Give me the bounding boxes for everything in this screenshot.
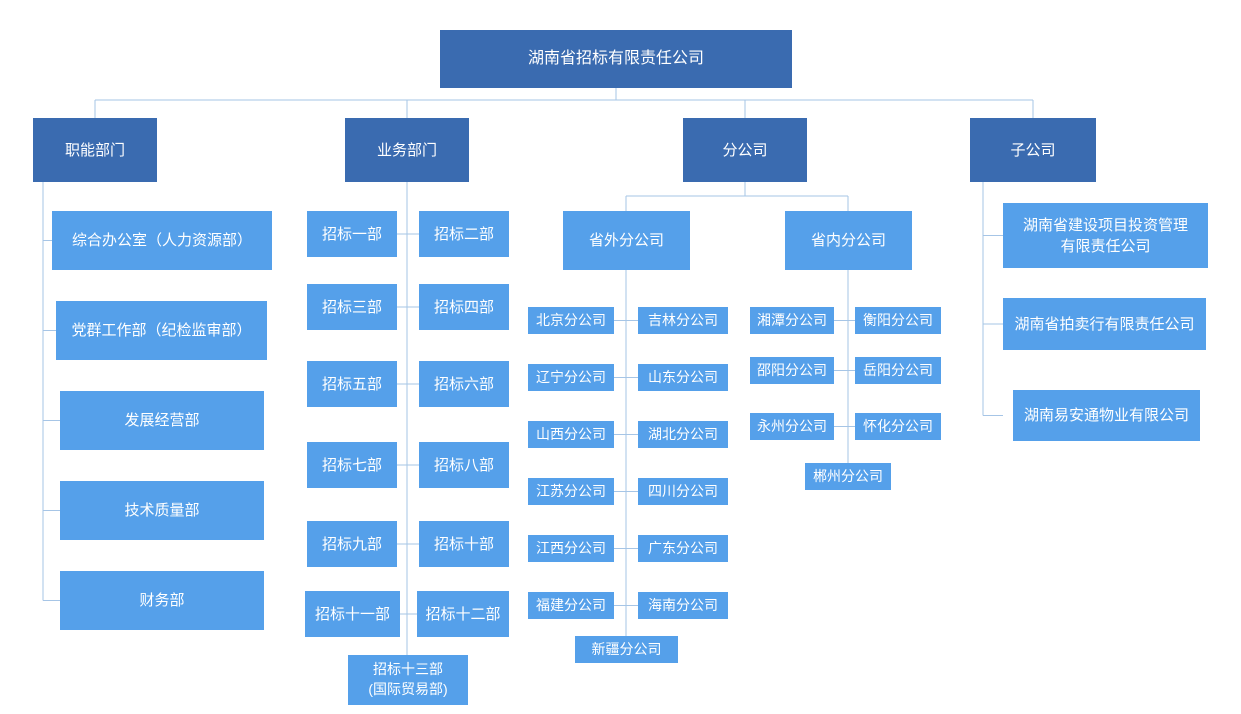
org-node-bidding-dept-7: 招标七部	[307, 442, 397, 488]
org-node-branch-chenzhou: 郴州分公司	[805, 463, 891, 490]
org-node-label: 山东分公司	[648, 368, 718, 385]
org-node-label: 怀化分公司	[863, 417, 933, 434]
org-node-branch-guangdong: 广东分公司	[638, 535, 728, 562]
org-node-label: 招标四部	[433, 298, 494, 316]
org-node-branch-huaihua: 怀化分公司	[855, 413, 941, 440]
org-node-label: 湖南省建设项目投资管理	[1022, 216, 1188, 234]
org-node-branch-xinjiang: 新疆分公司	[575, 636, 678, 663]
org-node-label: 业务部门	[376, 141, 437, 159]
org-node-label: 招标六部	[433, 375, 494, 393]
org-node-label: 有限责任公司	[1060, 237, 1151, 255]
org-node-functional-departments: 职能部门	[33, 118, 157, 182]
org-node-label: 四川分公司	[648, 482, 718, 499]
org-node-development-dept: 发展经营部	[60, 391, 264, 450]
org-node-bidding-dept-3: 招标三部	[307, 284, 397, 330]
org-node-branch-sichuan: 四川分公司	[638, 478, 728, 505]
org-node-bidding-dept-11: 招标十一部	[305, 591, 400, 637]
org-node-label: 技术质量部	[124, 502, 200, 519]
org-node-branch-fujian: 福建分公司	[528, 592, 614, 619]
org-node-branch-xiangtan: 湘潭分公司	[750, 307, 834, 334]
org-node-label: 招标一部	[321, 225, 382, 243]
org-node-bidding-dept-1: 招标一部	[307, 211, 397, 257]
org-node-general-office: 综合办公室（人力资源部）	[52, 211, 272, 270]
org-node-business-departments: 业务部门	[345, 118, 469, 182]
org-node-branch-jilin: 吉林分公司	[638, 307, 728, 334]
org-node-label: 福建分公司	[536, 596, 606, 613]
org-node-branch-jiangxi: 江西分公司	[528, 535, 614, 562]
org-node-bidding-dept-4: 招标四部	[419, 284, 509, 330]
org-node-label: 招标十部	[433, 535, 494, 553]
org-node-label: 岳阳分公司	[863, 361, 933, 378]
org-node-label: 郴州分公司	[813, 467, 883, 484]
org-node-label: 省外分公司	[588, 232, 664, 249]
org-node-branch-jiangsu: 江苏分公司	[528, 478, 614, 505]
org-node-label: 湖北分公司	[648, 425, 718, 442]
org-node-branch-yueyang: 岳阳分公司	[855, 357, 941, 384]
org-node-branch-shaoyang: 邵阳分公司	[750, 357, 834, 384]
org-node-label: 招标七部	[321, 456, 382, 474]
org-node-branch-beijing: 北京分公司	[528, 307, 614, 334]
org-node-bidding-dept-10: 招标十部	[419, 521, 509, 567]
org-node-label: 北京分公司	[536, 311, 606, 328]
org-node-label: 湖南省拍卖行有限责任公司	[1014, 315, 1195, 333]
org-node-label: 分公司	[722, 141, 768, 159]
org-node-label: 招标五部	[321, 375, 382, 393]
org-node-branch-shandong: 山东分公司	[638, 364, 728, 391]
org-node-party-work-dept: 党群工作部（纪检监审部）	[56, 301, 267, 360]
org-node-branch-companies: 分公司	[683, 118, 807, 182]
org-node-branch-shanxi: 山西分公司	[528, 421, 614, 448]
org-node-label: 招标十二部	[425, 605, 501, 623]
org-node-label: 邵阳分公司	[757, 361, 827, 378]
org-node-label: 省内分公司	[810, 232, 886, 249]
org-node-label: 海南分公司	[648, 596, 718, 613]
org-node-out-province-branches: 省外分公司	[563, 211, 690, 270]
org-node-label: 招标三部	[321, 298, 382, 316]
org-node-label: (国际贸易部)	[368, 681, 448, 697]
org-node-bidding-dept-8: 招标八部	[419, 442, 509, 488]
org-node-root: 湖南省招标有限责任公司	[440, 30, 792, 88]
org-node-label: 江西分公司	[536, 539, 606, 556]
org-node-tech-quality-dept: 技术质量部	[60, 481, 264, 540]
org-node-label: 广东分公司	[648, 539, 718, 556]
org-node-branch-hainan: 海南分公司	[638, 592, 728, 619]
org-node-label: 山西分公司	[536, 425, 606, 442]
org-node-label: 江苏分公司	[536, 482, 606, 499]
org-node-bidding-dept-9: 招标九部	[307, 521, 397, 567]
org-node-label: 招标九部	[321, 535, 382, 553]
org-node-subsidiary-auction: 湖南省拍卖行有限责任公司	[1003, 298, 1206, 350]
org-node-branch-liaoning: 辽宁分公司	[528, 364, 614, 391]
org-node-bidding-dept-5: 招标五部	[307, 361, 397, 407]
org-node-label: 党群工作部（纪检监审部）	[71, 322, 252, 339]
org-node-branch-hengyang: 衡阳分公司	[855, 307, 941, 334]
org-node-in-province-branches: 省内分公司	[785, 211, 912, 270]
org-node-bidding-dept-6: 招标六部	[419, 361, 509, 407]
org-node-label: 吉林分公司	[648, 311, 718, 328]
org-node-label: 辽宁分公司	[536, 368, 606, 385]
org-node-bidding-dept-13: 招标十三部 (国际贸易部)	[348, 655, 468, 705]
org-node-label: 新疆分公司	[591, 640, 662, 657]
org-node-label: 财务部	[139, 592, 185, 609]
org-node-label: 职能部门	[64, 141, 125, 159]
org-node-label: 招标八部	[433, 456, 494, 474]
org-node-label: 招标二部	[433, 225, 494, 243]
org-node-label: 湖南易安通物业有限公司	[1023, 407, 1189, 424]
org-node-label: 招标十三部	[373, 661, 443, 678]
org-node-subsidiary-property: 湖南易安通物业有限公司	[1013, 390, 1200, 441]
org-node-label: 湖南省招标有限责任公司	[527, 49, 704, 67]
org-node-subsidiaries: 子公司	[970, 118, 1096, 182]
org-node-label: 子公司	[1010, 141, 1056, 159]
org-node-label: 招标十一部	[314, 605, 390, 623]
org-node-label: 衡阳分公司	[863, 311, 933, 328]
org-node-subsidiary-investment: 湖南省建设项目投资管理有限责任公司	[1003, 203, 1208, 268]
org-node-label: 永州分公司	[757, 417, 827, 434]
org-node-label: 综合办公室（人力资源部）	[71, 232, 252, 249]
org-node-bidding-dept-2: 招标二部	[419, 211, 509, 257]
org-node-branch-yongzhou: 永州分公司	[750, 413, 834, 440]
org-node-label: 发展经营部	[124, 412, 200, 429]
org-node-bidding-dept-12: 招标十二部	[417, 591, 509, 637]
org-node-label: 湘潭分公司	[757, 311, 827, 328]
org-node-finance-dept: 财务部	[60, 571, 264, 630]
org-node-branch-hubei: 湖北分公司	[638, 421, 728, 448]
